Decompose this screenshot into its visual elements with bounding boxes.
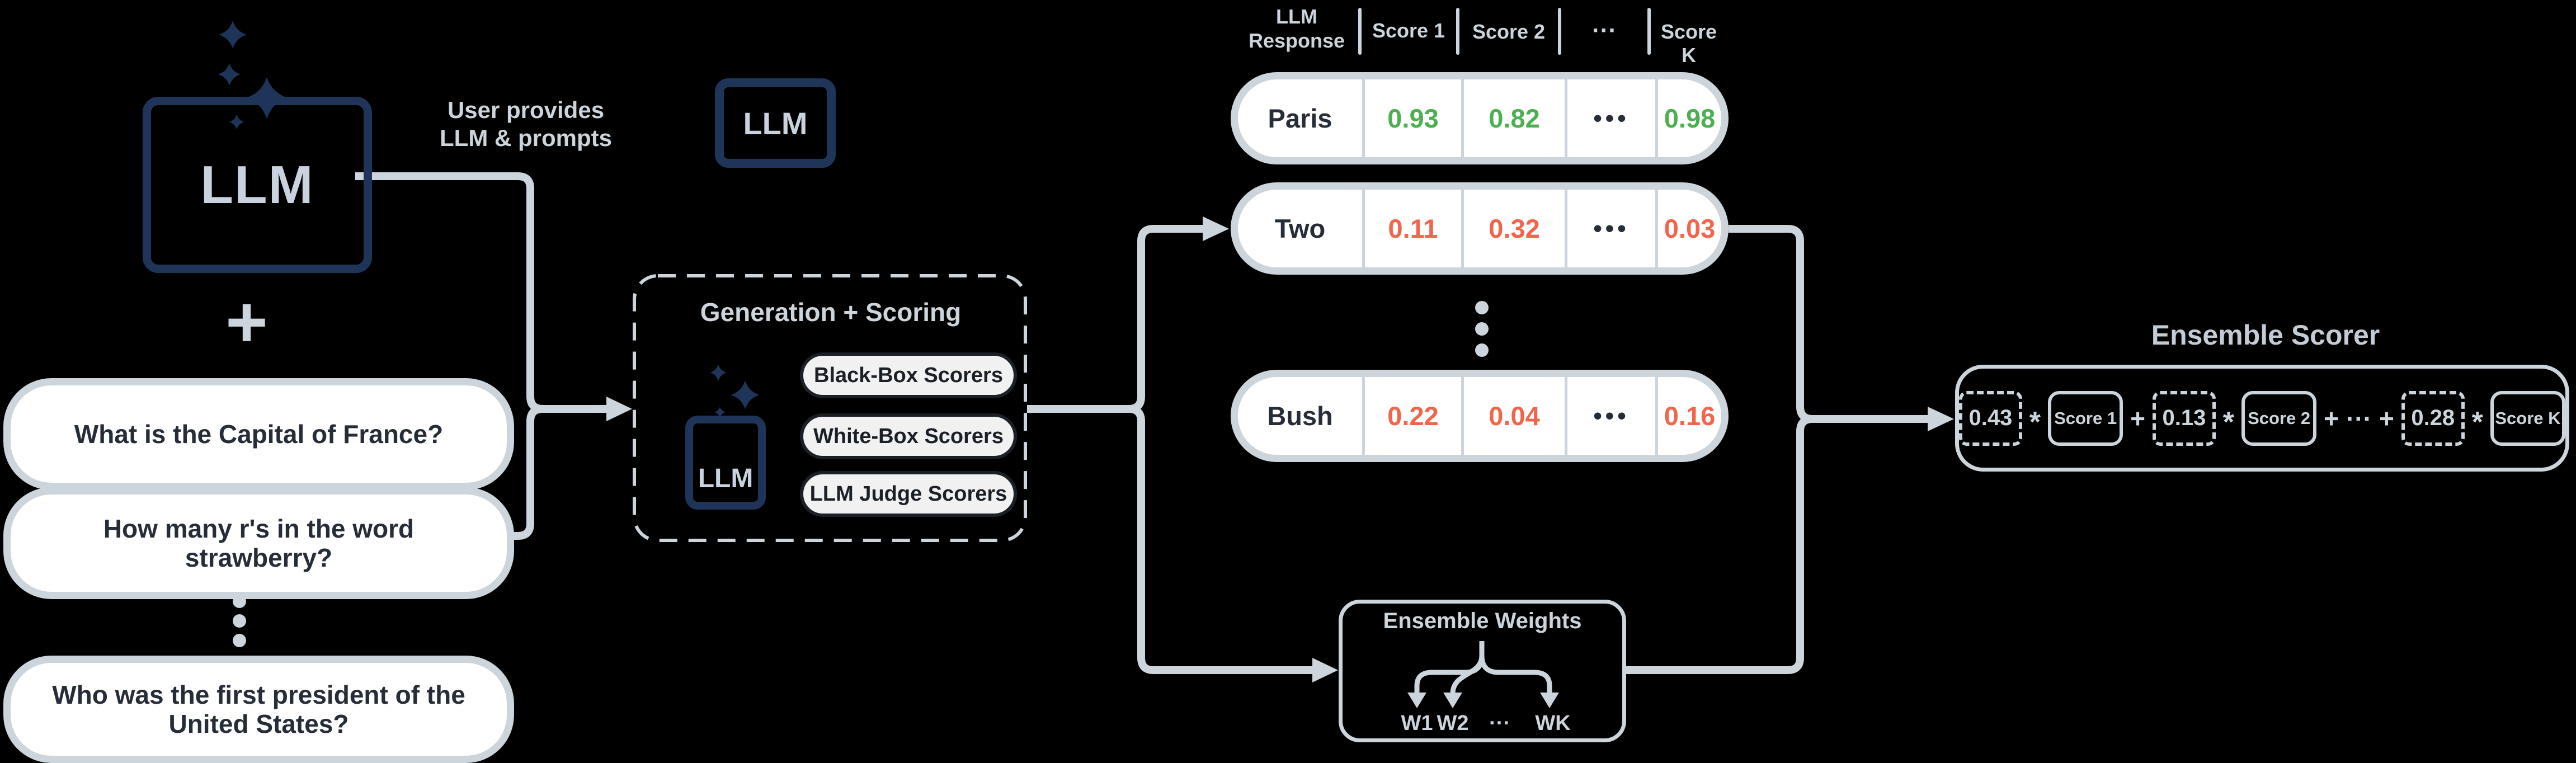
multiply-operator: *: [2029, 406, 2041, 439]
column-header-llm-response: LLM Response: [1248, 5, 1345, 52]
score-value: 0.16: [1655, 377, 1721, 455]
llm-main-label: LLM: [200, 154, 314, 215]
sparkles-icon: [706, 360, 766, 421]
header-divider: [1456, 8, 1459, 55]
llm-judge-scorers-pill: LLM Judge Scorers: [800, 471, 1017, 517]
row-ellipsis: •••: [1565, 190, 1655, 267]
ensemble-weights-title: Ensemble Weights: [1383, 609, 1582, 633]
score-term-box: Score K: [2490, 390, 2566, 446]
score-value: 0.82: [1461, 79, 1565, 157]
llm-main-box: LLM: [143, 97, 372, 273]
weights-branch-lines: [1414, 641, 1552, 694]
ensemble-scorer-box: 0.43 * Score 1 + 0.13 * Score 2 + ··· + …: [1955, 365, 2569, 472]
ensemble-scorer-title: Ensemble Scorer: [2151, 319, 2380, 351]
prompts-vertical-ellipsis-icon: [233, 595, 246, 647]
weight-label-wk: WK: [1535, 712, 1571, 735]
column-header-ellipsis: ···: [1592, 17, 1617, 44]
table-vertical-ellipsis-icon: [1475, 301, 1489, 357]
generation-title: Generation + Scoring: [700, 298, 962, 327]
column-header-score-2: Score 2: [1472, 20, 1546, 43]
score-value: 0.04: [1461, 377, 1565, 455]
table-row: Paris 0.93 0.82 ••• 0.98: [1231, 72, 1729, 164]
weight-label-ellipsis: ···: [1489, 712, 1510, 735]
plus-operator: +: [2324, 403, 2339, 433]
weight-value-box: 0.13: [2153, 390, 2216, 446]
generation-llm-icon: LLM: [685, 416, 766, 510]
score-value: 0.98: [1655, 79, 1721, 157]
score-value: 0.93: [1362, 79, 1461, 157]
weight-label-w1: W1: [1401, 712, 1433, 735]
score-value: 0.22: [1362, 377, 1461, 455]
score-value: 0.03: [1655, 190, 1721, 267]
header-divider: [1358, 8, 1362, 55]
score-term-box: Score 2: [2241, 390, 2317, 446]
weight-value-box: 0.43: [1959, 390, 2022, 446]
white-box-scorers-pill: White-Box Scorers: [800, 413, 1017, 459]
prompt-pill: What is the Capital of France?: [3, 378, 514, 490]
ensemble-weights-box: [1339, 600, 1626, 742]
row-ellipsis: •••: [1565, 377, 1655, 455]
prompt-pill: How many r's in the word strawberry?: [3, 487, 514, 599]
table-row: Bush 0.22 0.04 ••• 0.16: [1231, 370, 1729, 462]
header-divider: [1647, 8, 1651, 55]
weight-value-box: 0.28: [2401, 390, 2465, 446]
multiply-operator: *: [2471, 406, 2483, 439]
header-divider: [1558, 8, 1561, 55]
table-row: Two 0.11 0.32 ••• 0.03: [1231, 182, 1729, 275]
llm-top-box: LLM: [715, 78, 836, 168]
score-term-box: Score 1: [2048, 390, 2123, 446]
row-ellipsis: •••: [1565, 79, 1655, 157]
black-box-scorers-pill: Black-Box Scorers: [800, 352, 1017, 398]
score-value: 0.11: [1362, 190, 1461, 267]
llm-top-label: LLM: [743, 105, 808, 141]
user-provides-label: User provides LLM & prompts: [440, 97, 612, 151]
score-value: 0.32: [1461, 190, 1565, 267]
ellipsis-operator: ···: [2346, 403, 2372, 433]
plus-sign: +: [225, 281, 268, 362]
weight-label-w2: W2: [1437, 712, 1469, 735]
prompt-pill: Who was the first president of the Unite…: [3, 656, 514, 763]
column-header-score-k: Score K: [1660, 20, 1717, 67]
plus-operator: +: [2379, 403, 2394, 433]
multiply-operator: *: [2222, 406, 2235, 439]
column-header-score-1: Score 1: [1372, 19, 1445, 42]
plus-operator: +: [2130, 403, 2146, 433]
